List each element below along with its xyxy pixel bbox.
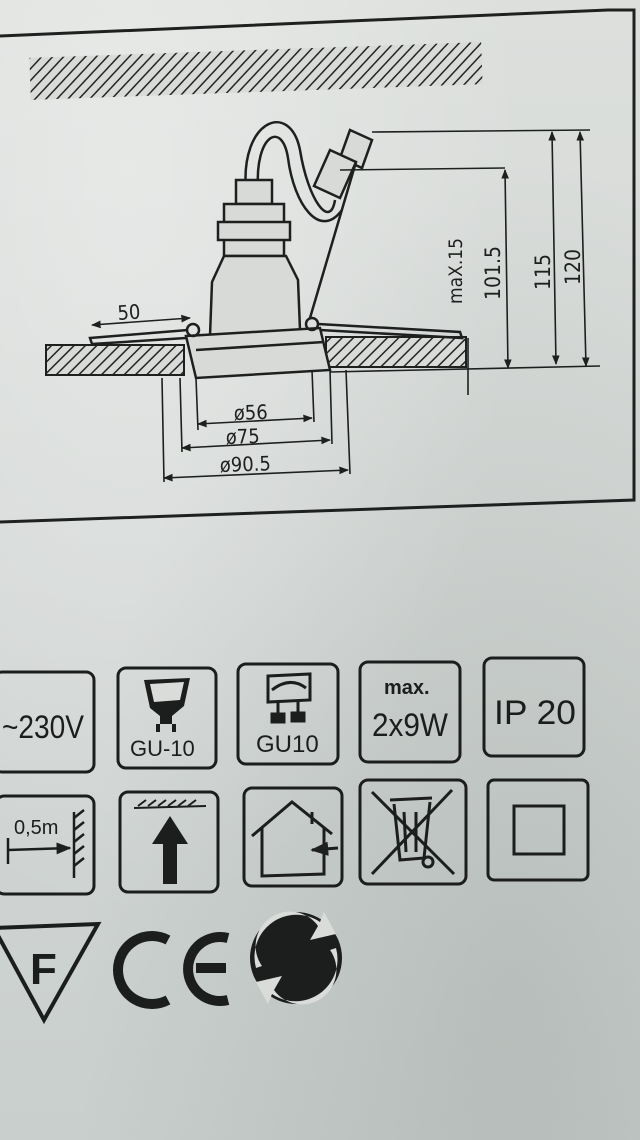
dim-top-width: 50 [117,299,142,325]
up-arrow-icon [152,816,188,884]
weee-bin-icon [358,778,468,886]
green-dot-icon [250,911,342,1005]
ip-rating-label: IP 20 [494,694,576,732]
icon-row-3 [0,911,342,1025]
vertical-dimensions [329,129,601,395]
ce-mark-e [183,932,230,1006]
ceiling-arrow-drawing [133,799,207,809]
bin-drawing [370,788,456,876]
class-ii-icon [486,778,590,882]
dim-diameter-56: ø56 [233,400,268,425]
dim-diameter-90: ø90.5 [219,451,271,477]
class-ii-inner-square [512,804,566,856]
dim-height-115: 115 [531,254,555,290]
house-drawing [251,800,339,878]
dim-height-101: 101.5 [481,246,505,300]
icon-row-1 [0,656,586,774]
socket-label-2: GU10 [256,731,319,758]
lamp-drawing [88,121,464,380]
indoor-use-icon [242,786,344,888]
ip-rating-icon [482,656,586,758]
gu10-socket-icon [236,662,340,766]
bulb-icon [144,678,190,732]
distance-to-object-icon [0,794,96,896]
voltage-label: ~230V [2,709,85,745]
dim-height-120: 120 [561,249,585,285]
dim-diameter-75: ø75 [225,424,260,449]
diagram-frame [0,8,636,524]
socket-label-1: GU-10 [130,736,195,761]
icon-row-2 [0,778,590,896]
diameter-dimensions [161,369,351,483]
voltage-icon [0,670,96,774]
ceiling-slab [45,336,467,376]
f-mark-label: F [30,945,57,994]
max-power-icon [358,660,462,764]
hatched-title-bar [29,42,483,100]
f-mark-icon [0,921,102,1025]
gu-10-lamp-icon [116,666,218,770]
socket-drawing [266,672,312,724]
ce-mark-icon [113,931,171,1009]
dim-max-depth: maX.15 [445,238,467,304]
ceiling-mount-icon [118,790,220,894]
top-width-dimension [91,314,191,329]
max-label: max. [384,677,430,699]
distance-label: 0,5m [14,817,58,839]
distance-drawing [6,809,85,878]
power-value-label: 2x9W [372,707,449,743]
